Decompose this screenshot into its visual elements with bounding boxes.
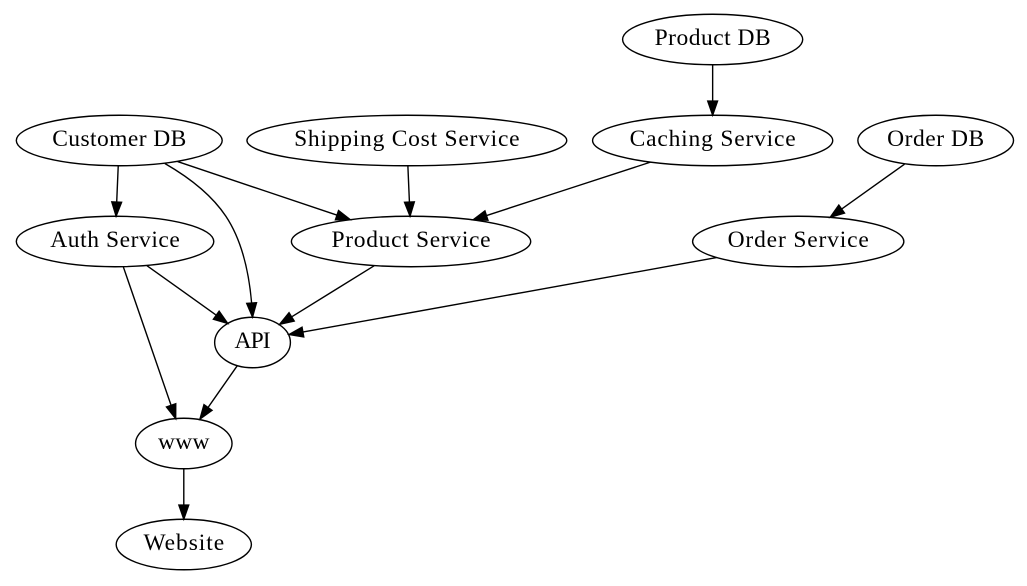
svg-text:Product DB: Product DB xyxy=(655,25,771,51)
svg-text:Order DB: Order DB xyxy=(887,126,984,152)
svg-text:www: www xyxy=(158,429,210,455)
svg-text:Shipping Cost Service: Shipping Cost Service xyxy=(294,126,519,152)
svg-text:Customer DB: Customer DB xyxy=(52,126,186,152)
svg-text:Website: Website xyxy=(143,530,224,556)
svg-text:Product Service: Product Service xyxy=(331,227,490,253)
svg-text:API: API xyxy=(234,328,270,354)
svg-text:Auth Service: Auth Service xyxy=(50,227,180,253)
svg-text:Order Service: Order Service xyxy=(728,227,869,253)
svg-text:Caching Service: Caching Service xyxy=(630,126,796,152)
